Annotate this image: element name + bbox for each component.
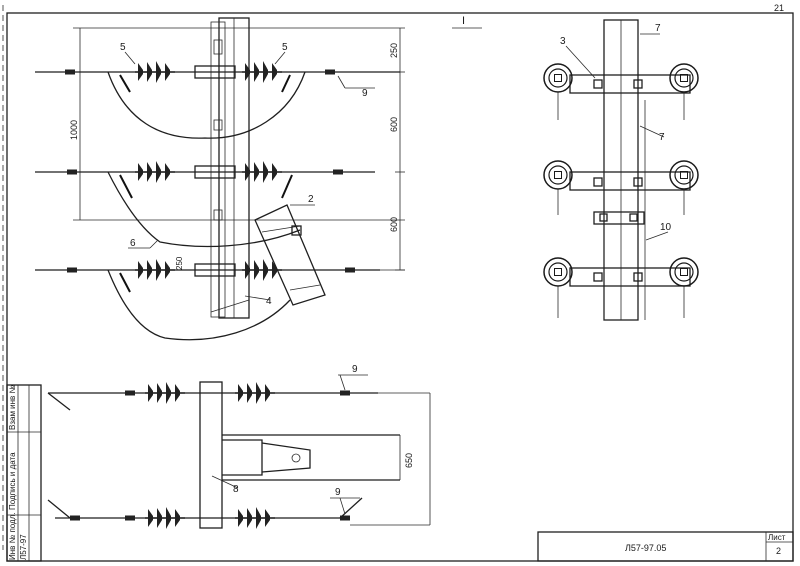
callout-7-top: 7 bbox=[655, 23, 661, 34]
stamp-cell-4: Л57-97 bbox=[19, 534, 28, 560]
sheet-frame bbox=[2, 5, 794, 562]
side-stamp: Взам инв № Подпись и дата Инв № подл. Л5… bbox=[6, 384, 42, 562]
callout-10: 10 bbox=[660, 222, 672, 233]
stamp-cell-1: Взам инв № bbox=[8, 384, 17, 430]
dim-250-small: 250 bbox=[175, 256, 184, 270]
callout-3: 3 bbox=[560, 36, 566, 47]
stamp-cell-2: Подпись и дата bbox=[8, 452, 17, 510]
callout-6: 6 bbox=[130, 238, 136, 249]
callout-9-plan-top: 9 bbox=[352, 364, 358, 375]
stamp-cell-3: Инв № подл. bbox=[8, 512, 17, 560]
callout-5-left: 5 bbox=[120, 42, 126, 53]
main-pole-view: 250 600 600 1000 250 bbox=[35, 17, 405, 341]
sheet-number: 2 bbox=[776, 546, 781, 556]
callout-8: 8 bbox=[233, 484, 239, 495]
plan-view: 650 9 9 8 bbox=[47, 364, 431, 530]
callout-5-right: 5 bbox=[282, 42, 288, 53]
detail-label: I bbox=[462, 15, 465, 27]
dim-1000: 1000 bbox=[69, 120, 79, 140]
bolt-icon bbox=[593, 79, 643, 282]
detail-i-view: 3 7 7 10 bbox=[543, 19, 699, 321]
callout-9-plan-bottom: 9 bbox=[335, 487, 341, 498]
callout-7-mid: 7 bbox=[659, 132, 665, 143]
callout-4: 4 bbox=[266, 296, 272, 307]
corner-mark: 21 bbox=[774, 3, 784, 13]
dim-650: 650 bbox=[404, 453, 414, 468]
callout-2: 2 bbox=[308, 194, 314, 205]
title-block: Л57-97.05 Лист 2 bbox=[537, 531, 794, 562]
document-code: Л57-97.05 bbox=[625, 543, 666, 553]
dim-600-low: 600 bbox=[389, 217, 399, 232]
sheet-label: Лист bbox=[768, 533, 786, 542]
dim-250-top: 250 bbox=[389, 43, 399, 58]
dim-600-mid: 600 bbox=[389, 117, 399, 132]
callout-9-top: 9 bbox=[362, 88, 368, 99]
